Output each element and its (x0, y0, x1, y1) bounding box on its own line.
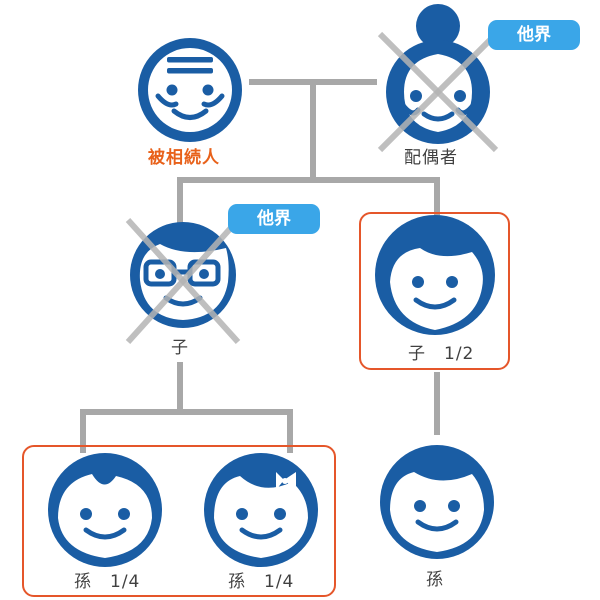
right-child-label: 子 1/2 (408, 344, 475, 364)
left-child-face-icon (125, 217, 241, 345)
spouse-label: 配偶者 (404, 148, 458, 168)
decedent-face-icon (138, 38, 242, 142)
hair-ribbon-icon (276, 472, 296, 490)
spouse-face-icon (377, 4, 499, 153)
left-child-label: 子 (171, 338, 189, 358)
right-child-heir-frame (359, 212, 510, 370)
spouse-deceased-badge: 他界 (488, 20, 580, 50)
grandchild-1-label: 孫 1/4 (74, 572, 141, 592)
left-child-deceased-badge: 他界 (228, 204, 320, 234)
grandchild-3-face-icon (380, 445, 494, 559)
connector-lines (80, 79, 440, 453)
grandchild-3-label: 孫 (426, 570, 444, 590)
grandchild-2-label: 孫 1/4 (228, 572, 295, 592)
grandchildren-heir-frame (22, 445, 336, 597)
grandchild-1-face-icon (48, 453, 162, 567)
grandchild-2-face-icon (204, 453, 318, 567)
decedent-label: 被相続人 (148, 148, 220, 168)
right-child-face-icon (375, 215, 495, 335)
